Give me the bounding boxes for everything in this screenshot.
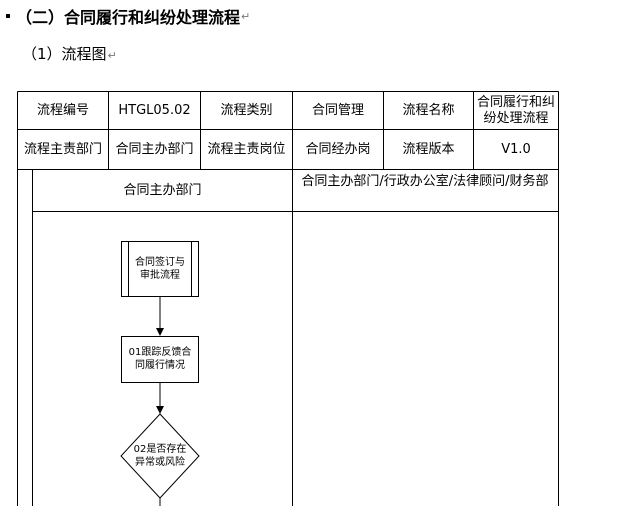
swimlane-header-main-department: 合同主办部门 (123, 182, 202, 198)
table-cell-process-category-value: 合同管理 (311, 102, 364, 118)
table-cell-version-label: 流程版本 (402, 141, 455, 157)
table-cell-process-category-label: 流程类别 (220, 102, 273, 118)
table-cell-owner-position-label: 流程主责岗位 (207, 141, 286, 157)
bullet-marker (6, 14, 10, 18)
subsection-heading: （1）流程图↵ (22, 43, 117, 64)
table-cell-process-name-label: 流程名称 (402, 102, 455, 118)
step-01-label: 01跟踪反馈合同履行情况 (128, 347, 192, 371)
table-cell-process-name-value: 合同履行和纠纷处理流程 (477, 94, 556, 126)
swimlane-header-joint-departments: 合同主办部门/行政办公室/法律顾问/财务部 (301, 174, 549, 189)
process-start-label: 合同签订与审批流程 (135, 257, 185, 281)
table-cell-process-id-value: HTGL05.02 (118, 102, 191, 118)
table-cell-owner-position-value: 合同经办岗 (305, 141, 371, 157)
paragraph-mark-icon: ↵ (107, 49, 117, 62)
section-heading-text: （二）合同履行和纠纷处理流程 (16, 8, 241, 27)
section-heading: （二）合同履行和纠纷处理流程 ↵ (4, 4, 250, 28)
process-node-step-01 (121, 336, 199, 383)
table-cell-owner-department-label: 流程主责部门 (23, 141, 102, 157)
table-cell-process-id-label: 流程编号 (36, 102, 89, 118)
paragraph-mark-icon: ↵ (241, 9, 251, 23)
table-cell-version-value: V1.0 (501, 141, 531, 157)
subsection-heading-text: （1）流程图 (22, 45, 107, 63)
table-cell-owner-department-value: 合同主办部门 (115, 141, 194, 157)
predefined-process-node (121, 241, 199, 297)
decision-02-label: 02是否存在异常或风险 (133, 444, 187, 468)
